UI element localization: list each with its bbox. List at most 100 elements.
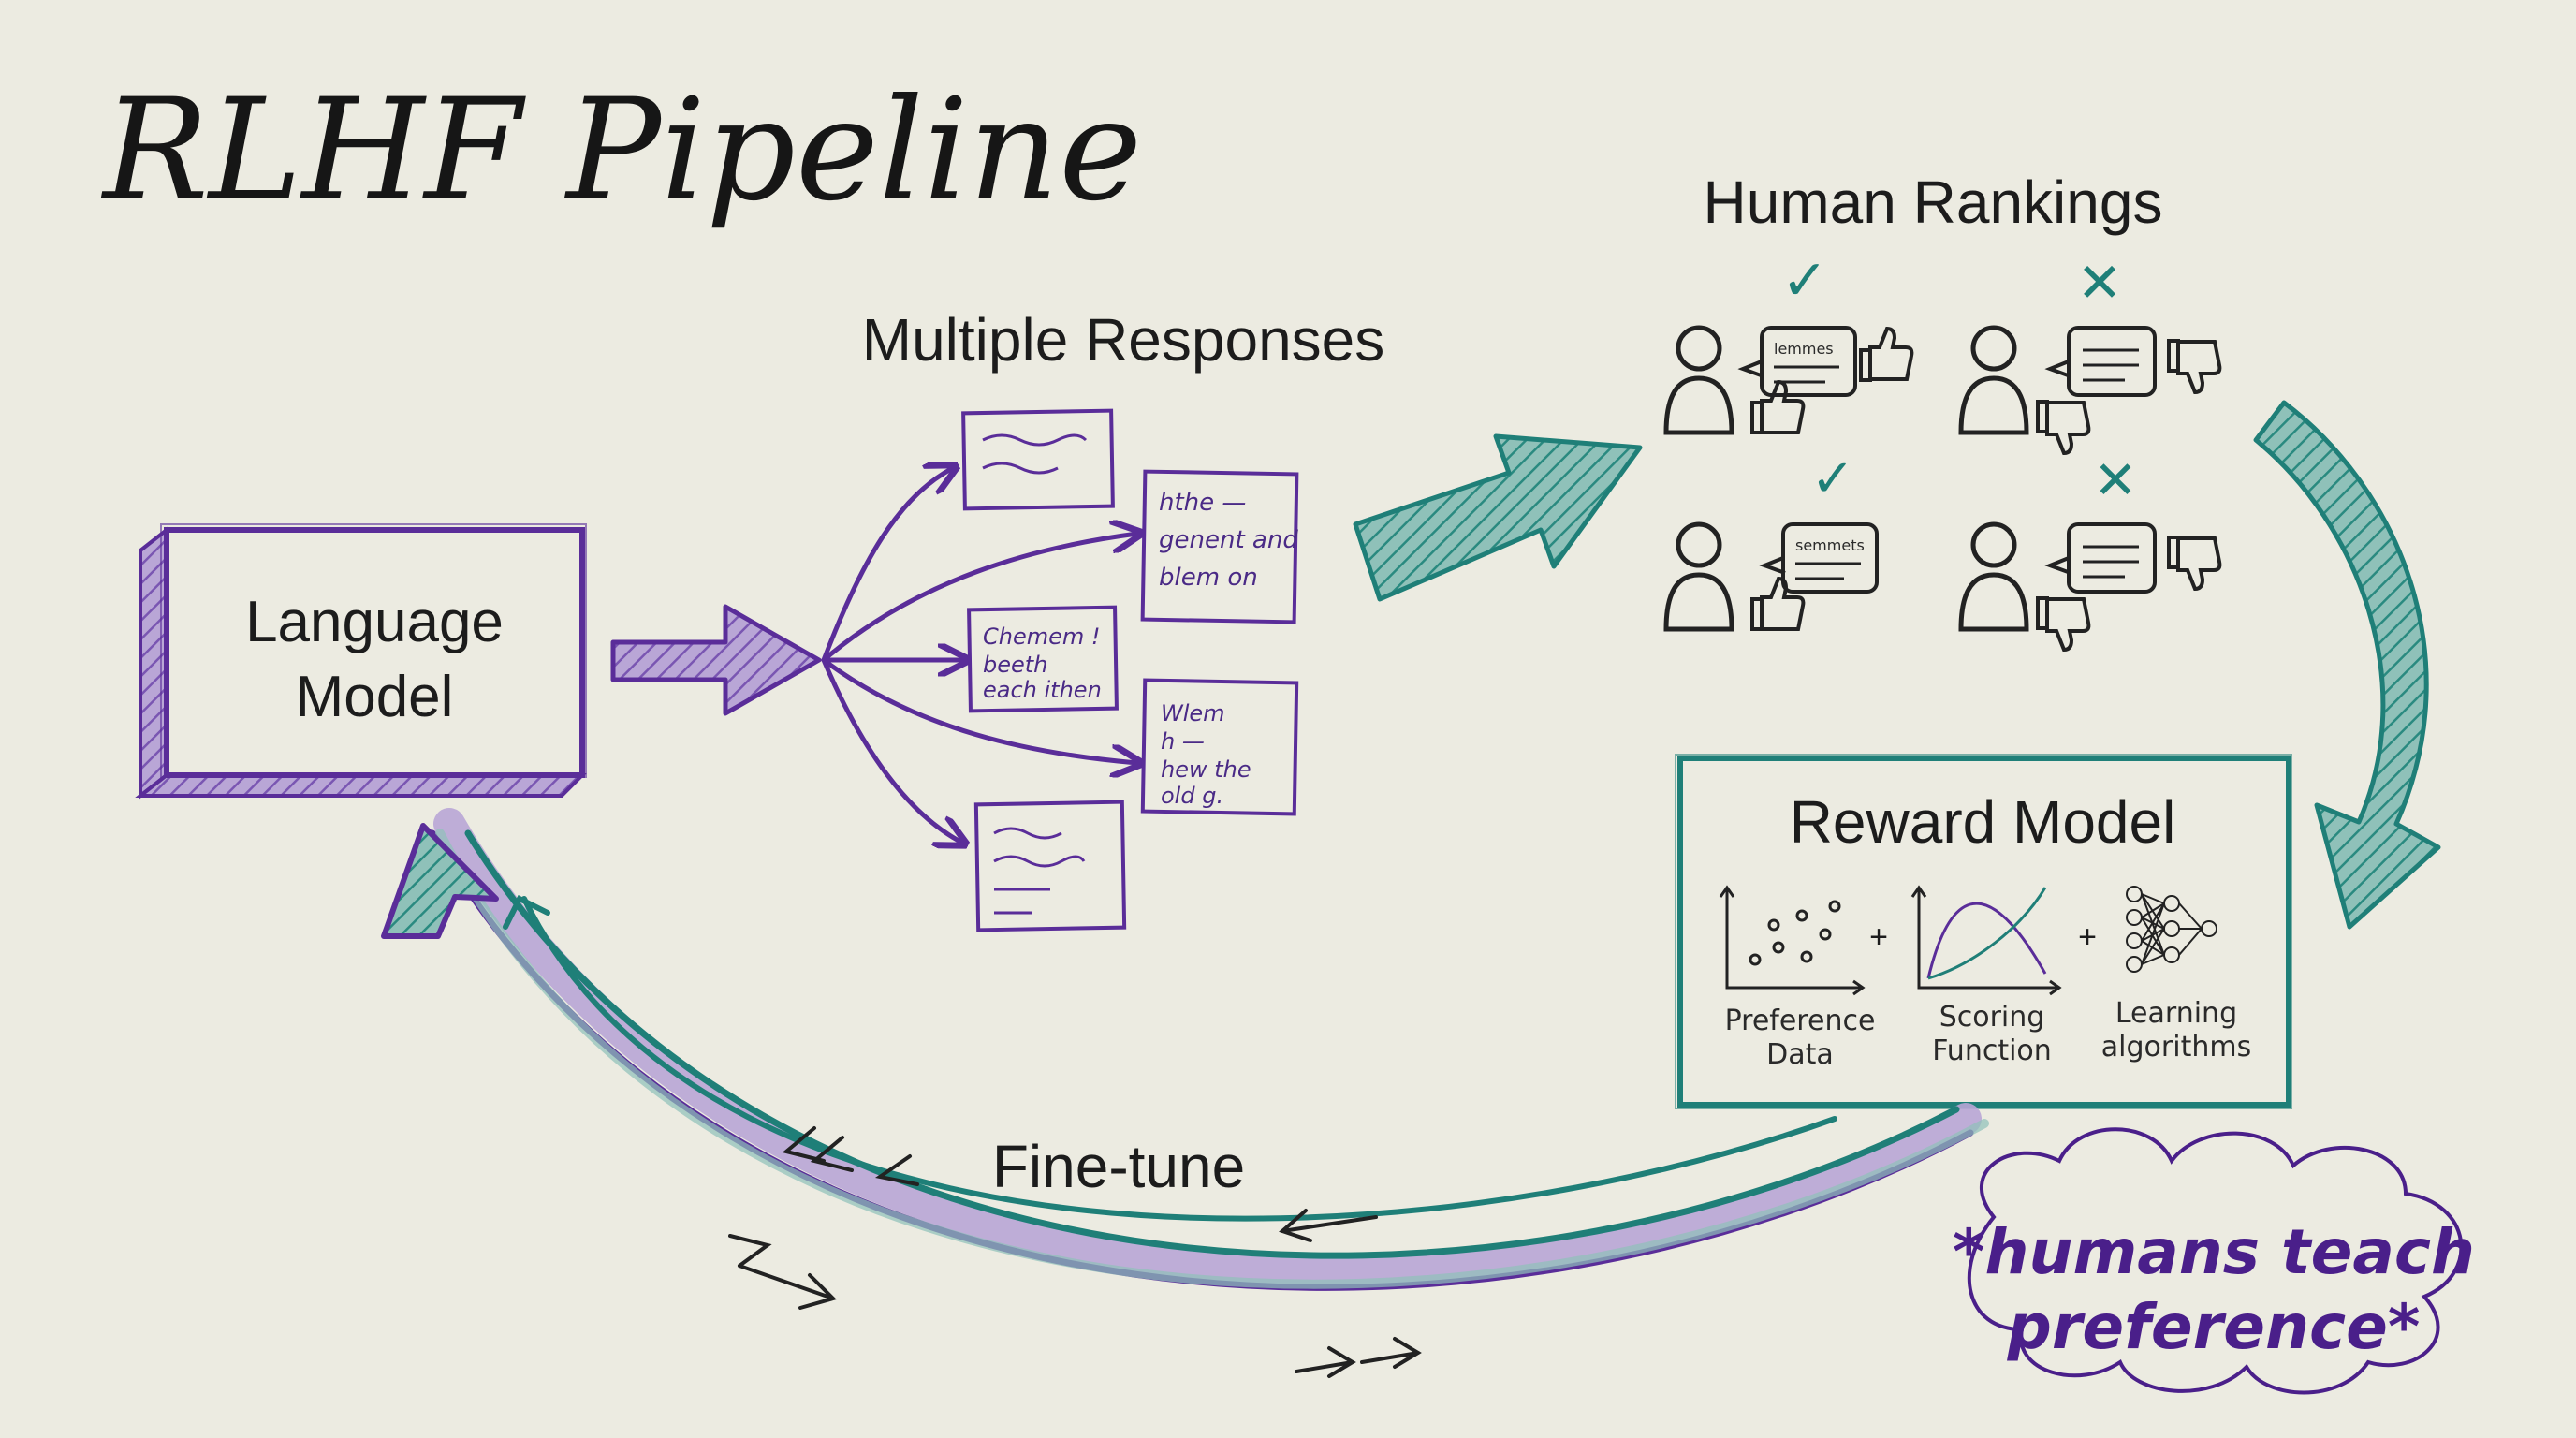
cross-mark-icon: ✕ bbox=[2077, 251, 2123, 315]
human-rankings-label: Human Rankings bbox=[1704, 169, 2163, 236]
arrow-right-icon bbox=[738, 1264, 837, 1310]
learning-algorithms-label-line2: algorithms bbox=[2101, 1031, 2251, 1064]
card-3-line-3: each ithen bbox=[983, 677, 1102, 703]
multiple-responses-label: Multiple Responses bbox=[862, 306, 1385, 374]
chevron-right-icon bbox=[1295, 1346, 1356, 1378]
fine-tune-teal-wash bbox=[435, 829, 1989, 1289]
ranker: ✓ lemmes bbox=[1663, 248, 1914, 435]
card-scribble bbox=[982, 462, 1059, 475]
fine-tune-label: Fine-tune bbox=[992, 1133, 1245, 1200]
fan-arrow-5 bbox=[821, 657, 962, 843]
check-mark-icon: ✓ bbox=[1781, 248, 1828, 314]
response-card: Chemem ! beeth each ithen bbox=[967, 605, 1119, 713]
response-card: hthe — genent and blem on bbox=[1140, 469, 1299, 624]
card-scribble bbox=[982, 433, 1088, 447]
arrow-left-icon bbox=[1279, 1209, 1378, 1242]
language-model-box-side bbox=[139, 525, 168, 800]
card-2-line-2: genent and bbox=[1159, 526, 1298, 554]
thumbs-down-icon bbox=[2036, 596, 2091, 653]
note-cloud: *humans teach preference* bbox=[1953, 1127, 2475, 1395]
fine-tune-loop bbox=[429, 808, 1989, 1291]
bubble-text: semmets bbox=[1795, 536, 1865, 554]
check-mark-icon: ✓ bbox=[1811, 448, 1855, 509]
person-icon bbox=[1958, 325, 2029, 435]
card-scribble bbox=[993, 827, 1062, 840]
language-model-label-line2: Model bbox=[296, 665, 454, 729]
fine-tune-inner-stroke bbox=[464, 829, 1960, 1259]
card-2-line-3: blem on bbox=[1159, 564, 1258, 592]
scoring-function-label-line1: Scoring bbox=[1939, 1001, 2045, 1034]
speech-bubble-icon bbox=[2044, 326, 2157, 397]
card-3-line-1: Chemem ! bbox=[983, 624, 1101, 650]
thumbs-down-icon bbox=[2167, 339, 2222, 395]
card-4-line-2: h — bbox=[1161, 728, 1205, 755]
scatter-plot-icon bbox=[1719, 885, 1866, 996]
train-curved-arrow bbox=[2253, 400, 2441, 930]
response-card: Wlem h — hew the old g. bbox=[1140, 678, 1299, 816]
motion-chevrons bbox=[728, 1126, 1422, 1378]
fine-tune-teal-arrowhead bbox=[503, 894, 550, 930]
thumbs-down-icon bbox=[2167, 536, 2222, 592]
preference-data-label-line1: Preference bbox=[1725, 1005, 1876, 1037]
plus-sign: + bbox=[2078, 919, 2097, 955]
person-icon bbox=[1663, 325, 1734, 435]
cross-mark-icon: ✕ bbox=[2094, 450, 2138, 511]
neural-network-icon bbox=[2126, 886, 2217, 973]
ranker: ✕ bbox=[1958, 450, 2222, 653]
language-model-node: Language Model bbox=[135, 523, 587, 800]
learning-algorithms-label-line1: Learning bbox=[2115, 997, 2237, 1030]
thumbs-up-icon bbox=[1750, 576, 1806, 631]
response-cards: hthe — genent and blem on Chemem ! beeth… bbox=[961, 408, 1299, 932]
person-icon bbox=[1958, 521, 2029, 632]
language-model-box bbox=[164, 527, 585, 778]
speech-bubble-icon: semmets bbox=[1759, 522, 1879, 594]
response-fan-arrows bbox=[821, 468, 1137, 843]
fan-arrow-4 bbox=[821, 657, 1137, 763]
card-4-line-3: hew the bbox=[1161, 756, 1251, 783]
curve-chart-icon bbox=[1910, 885, 2062, 996]
fine-tune-arrowhead bbox=[381, 823, 499, 939]
fan-arrow-2 bbox=[821, 534, 1137, 663]
card-4-line-1: Wlem bbox=[1161, 700, 1225, 726]
language-model-box-bottom bbox=[135, 773, 587, 798]
language-model-box-sketch-line bbox=[160, 523, 587, 778]
person-icon bbox=[1663, 521, 1734, 632]
chevron-left-icon bbox=[810, 1136, 854, 1172]
chevron-left-icon bbox=[728, 1234, 772, 1268]
bubble-text: lemmes bbox=[1774, 340, 1834, 358]
card-4-line-4: old g. bbox=[1161, 783, 1223, 809]
chevron-right-icon bbox=[1360, 1337, 1422, 1369]
chevron-left-icon bbox=[874, 1154, 919, 1186]
plus-sign: + bbox=[1869, 919, 1888, 955]
reward-model-label: Reward Model bbox=[1790, 788, 2176, 856]
ranking-group: ✓ lemmes ✕ bbox=[1663, 248, 2222, 653]
collect-block-arrow bbox=[1353, 433, 1643, 602]
note-line2: preference* bbox=[2007, 1291, 2421, 1363]
scoring-function-label-line2: Function bbox=[1932, 1034, 2052, 1067]
note-line1: *humans teach bbox=[1953, 1216, 2475, 1288]
reward-model-box bbox=[1677, 756, 2291, 1108]
card-scribble bbox=[993, 855, 1086, 868]
card-2-line-1: hthe — bbox=[1159, 489, 1246, 517]
fan-arrow-1 bbox=[821, 468, 953, 663]
language-model-label-line1: Language bbox=[245, 590, 504, 654]
preference-data-label-line2: Data bbox=[1766, 1038, 1834, 1071]
reward-model-node: Reward Model + + bbox=[1675, 754, 2292, 1109]
cloud-outline bbox=[1967, 1127, 2464, 1395]
fine-tune-teal-line bbox=[521, 896, 1837, 1222]
page-title: RLHF Pipeline bbox=[100, 69, 1142, 232]
chevron-left-icon bbox=[782, 1126, 826, 1163]
reward-model-box-sketch-line bbox=[1675, 754, 2292, 1109]
generate-block-arrow bbox=[610, 604, 822, 716]
speech-bubble-icon: lemmes bbox=[1737, 326, 1857, 397]
thumbs-down-icon bbox=[2036, 400, 2091, 456]
ranker: ✕ bbox=[1958, 251, 2222, 456]
thumbs-up-icon bbox=[1859, 326, 1914, 382]
ranker: ✓ semmets bbox=[1663, 448, 1879, 632]
thumbs-up-icon bbox=[1750, 379, 1806, 434]
card-3-line-2: beeth bbox=[983, 652, 1047, 678]
speech-bubble-icon bbox=[2044, 522, 2157, 594]
response-card bbox=[961, 408, 1115, 511]
